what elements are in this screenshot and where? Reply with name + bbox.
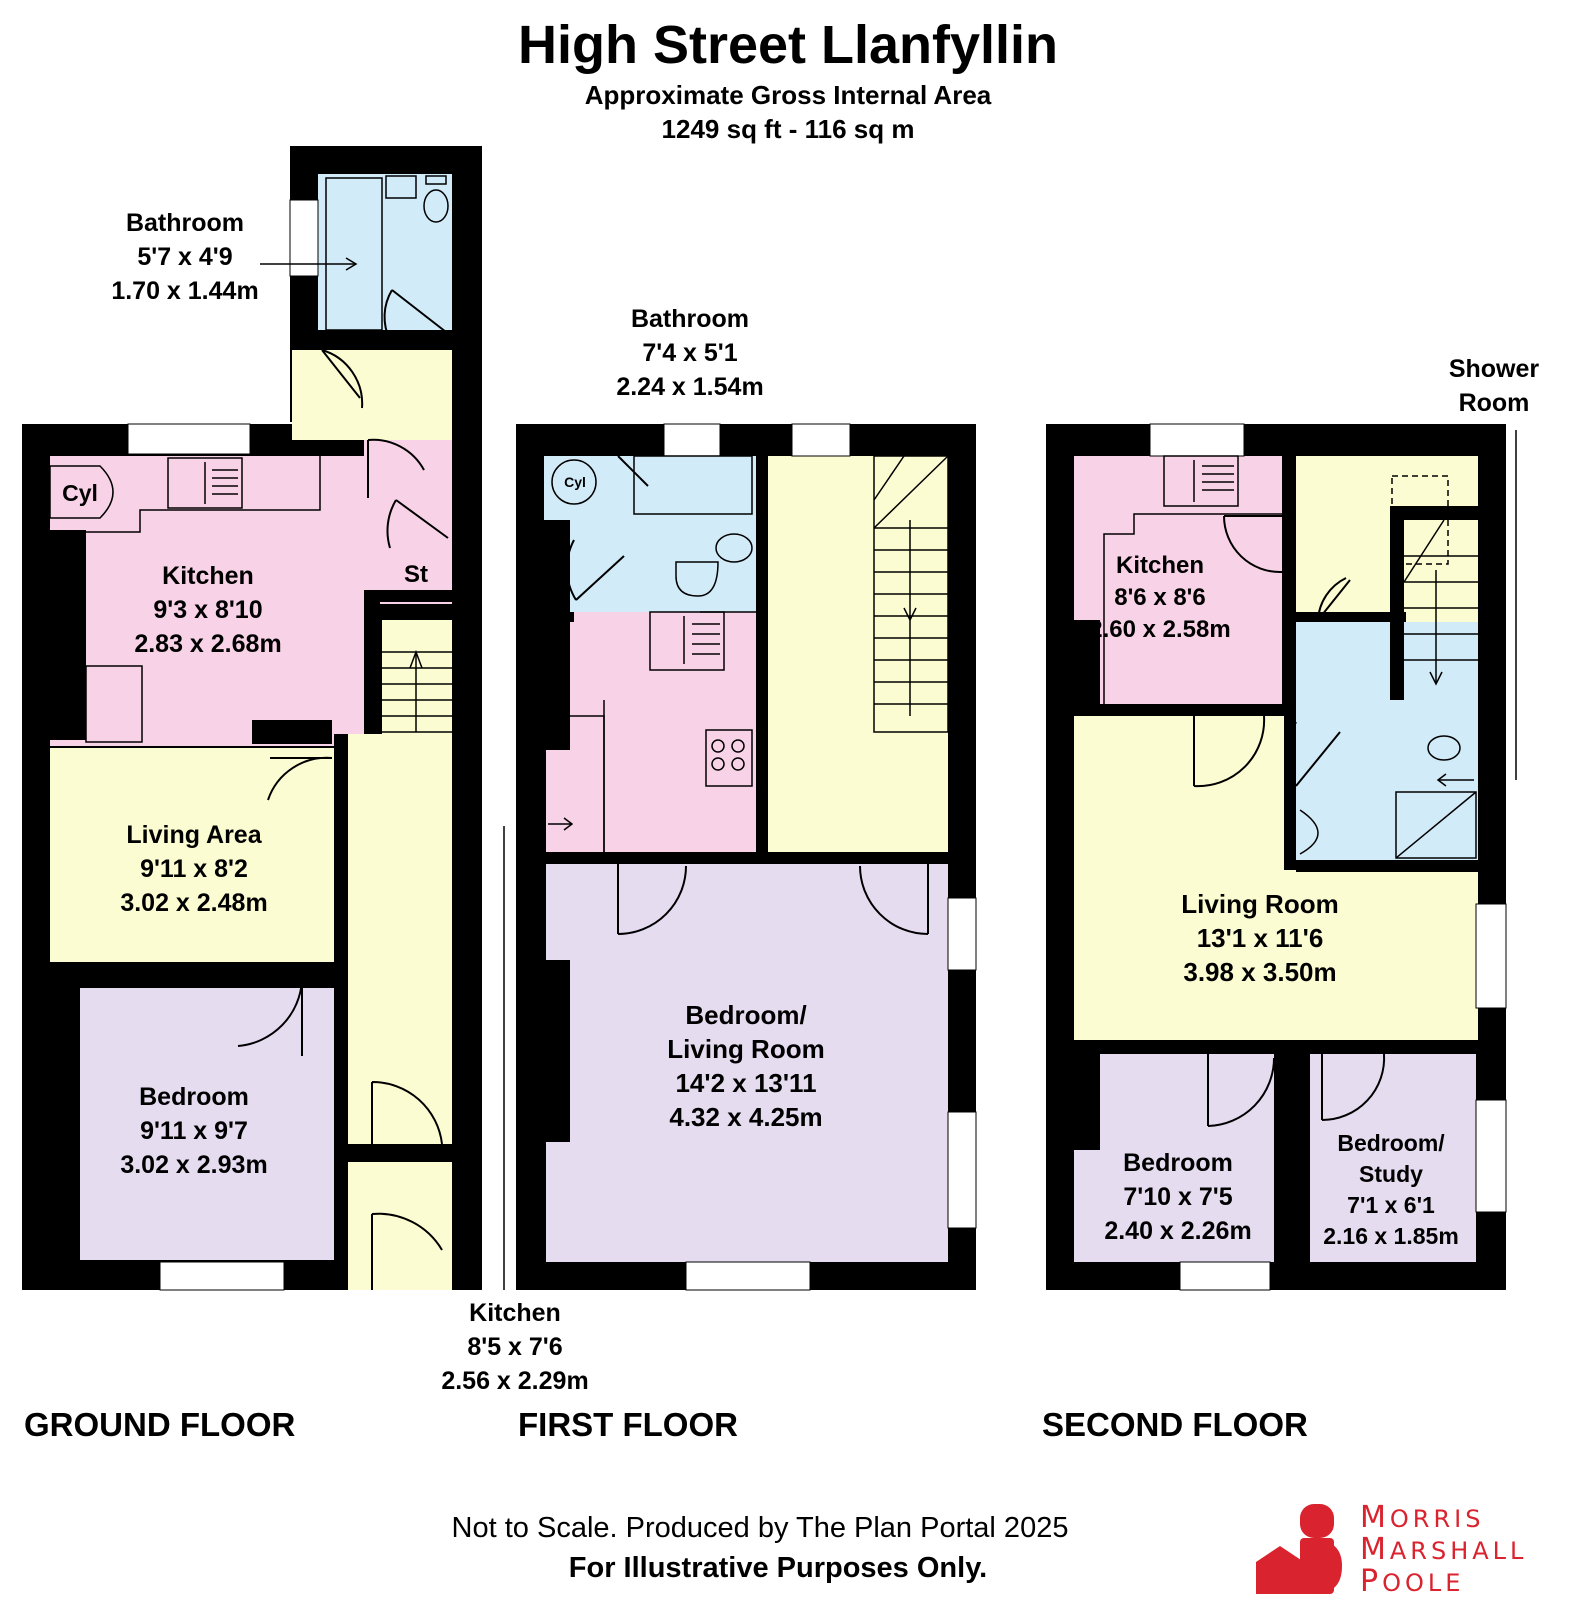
room-name: Bathroom [125, 209, 245, 237]
brand-logo-line-2: MARSHALL [1360, 1532, 1528, 1567]
room-name: Kitchen [469, 1299, 561, 1327]
brand-logo-line-3: POOLE [1360, 1564, 1465, 1599]
room-name-line-2: Living Room [667, 1034, 825, 1064]
brand-logo-mark [1256, 1504, 1342, 1594]
room-metric: 2.24 x 1.54m [616, 373, 764, 401]
footer-illustrative-note: For Illustrative Purposes Only. [568, 1552, 988, 1584]
ff-kitchen-label: Kitchen 8'5 x 7'6 2.56 x 2.29m [410, 1296, 620, 1398]
ff-bedroom-living-label: Bedroom/ Living Room 14'2 x 13'11 4.32 x… [596, 998, 896, 1134]
room-metric: 2.56 x 2.29m [441, 1367, 589, 1395]
plan-title: High Street Llanfyllin [517, 15, 1059, 75]
sf-bedroom-label: Bedroom 7'10 x 7'5 2.40 x 2.26m [1080, 1146, 1276, 1248]
ff-bathroom-label: Bathroom 7'4 x 5'1 2.24 x 1.54m [580, 302, 800, 404]
sf-kitchen-label: Kitchen 8'6 x 8'6 2.60 x 2.58m [1072, 550, 1248, 646]
room-name: Living Area [126, 821, 262, 849]
room-imperial: 8'6 x 8'6 [1114, 584, 1206, 611]
room-name: Living Room [1181, 889, 1339, 919]
gf-cylinder-label: Cyl [62, 480, 98, 506]
gf-kitchen-label: Kitchen 9'3 x 8'10 2.83 x 2.68m [58, 559, 358, 661]
gf-bathroom-label: Bathroom 5'7 x 4'9 1.70 x 1.44m [100, 206, 270, 308]
room-name-line-1: Shower [1448, 355, 1540, 383]
room-name-line-1: Bedroom/ [685, 1000, 807, 1030]
sf-shower-room-label: Shower Room [1424, 352, 1564, 420]
room-imperial: 13'1 x 11'6 [1196, 923, 1324, 953]
room-metric: 3.02 x 2.93m [120, 1151, 268, 1179]
gf-living-area-label: Living Area 9'11 x 8'2 3.02 x 2.48m [54, 818, 334, 920]
plan-subtitle-size: 1249 sq ft - 116 sq m [661, 114, 915, 144]
ff-cylinder-label: Cyl [564, 474, 586, 490]
room-metric: 1.70 x 1.44m [111, 277, 259, 305]
ground-floor-heading: GROUND FLOOR [24, 1406, 296, 1443]
gf-store-label: St [404, 561, 428, 588]
first-floor-heading: FIRST FLOOR [518, 1406, 738, 1443]
room-imperial: 9'11 x 8'2 [140, 855, 248, 883]
room-imperial: 7'4 x 5'1 [642, 339, 738, 367]
sf-bedroom-study-label: Bedroom/ Study 7'1 x 6'1 2.16 x 1.85m [1306, 1128, 1476, 1252]
brand-logo-line-1: MORRIS [1360, 1500, 1485, 1535]
room-name: Bedroom [1123, 1149, 1233, 1177]
footer-disclaimer: Not to Scale. Produced by The Plan Porta… [451, 1512, 1069, 1544]
second-floor-plan [1046, 423, 1517, 1291]
gf-bedroom-label: Bedroom 9'11 x 9'7 3.02 x 2.93m [54, 1080, 334, 1182]
ground-floor-plan [22, 146, 482, 1291]
room-imperial: 14'2 x 13'11 [675, 1068, 817, 1098]
room-imperial: 9'11 x 9'7 [140, 1117, 248, 1145]
plan-subtitle-area: Approximate Gross Internal Area [584, 80, 992, 110]
room-metric: 3.02 x 2.48m [120, 889, 268, 917]
room-name-line-2: Study [1359, 1161, 1423, 1187]
room-metric: 4.32 x 4.25m [669, 1102, 823, 1132]
room-metric: 2.40 x 2.26m [1104, 1217, 1252, 1245]
room-imperial: 9'3 x 8'10 [153, 596, 263, 624]
room-name-line-2: Room [1458, 389, 1530, 417]
room-imperial: 5'7 x 4'9 [137, 243, 233, 271]
room-name: Bathroom [630, 305, 750, 333]
room-metric: 2.60 x 2.58m [1089, 616, 1231, 643]
sf-living-room-label: Living Room 13'1 x 11'6 3.98 x 3.50m [1140, 887, 1380, 989]
room-metric: 2.16 x 1.85m [1323, 1223, 1459, 1249]
room-metric: 2.83 x 2.68m [134, 630, 282, 658]
room-imperial: 7'10 x 7'5 [1123, 1183, 1233, 1211]
second-floor-heading: SECOND FLOOR [1042, 1406, 1308, 1443]
room-imperial: 8'5 x 7'6 [467, 1333, 563, 1361]
room-name: Kitchen [162, 562, 254, 590]
room-name-line-1: Bedroom/ [1337, 1130, 1445, 1156]
first-floor-plan [503, 423, 977, 1291]
room-metric: 3.98 x 3.50m [1183, 957, 1337, 987]
room-imperial: 7'1 x 6'1 [1347, 1192, 1435, 1218]
room-name: Bedroom [139, 1083, 249, 1111]
room-name: Kitchen [1115, 552, 1204, 579]
